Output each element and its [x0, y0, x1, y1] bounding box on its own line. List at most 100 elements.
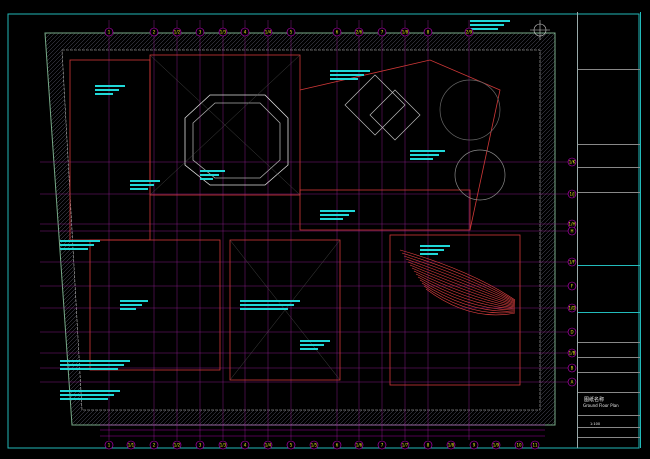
annotation-text-block — [60, 244, 94, 246]
axis-bottom-0: 1 — [104, 440, 114, 450]
axis-bubble — [464, 27, 474, 37]
axis-bottom-4: 3 — [195, 440, 205, 450]
axis-bubble — [567, 157, 577, 167]
axis-bottom-15: 1/8 — [446, 440, 456, 450]
annotation-text-block — [420, 245, 450, 247]
axis-right-8: 1/B — [567, 348, 577, 358]
axis-label-text: 1/H — [569, 222, 576, 227]
axis-right-0: 1/K — [567, 157, 577, 167]
feature-diamonds — [344, 74, 506, 201]
drawing-title-cn: 图纸名称 — [584, 397, 605, 403]
annotation-text-block — [60, 360, 130, 362]
axis-label-text: 1/2 — [174, 30, 181, 35]
title-block-divider — [578, 265, 640, 266]
axis-right-3: H — [567, 226, 577, 236]
annotation-text-block — [60, 394, 114, 396]
annotation-text-block — [200, 174, 219, 176]
axis-label-text: 1/7 — [402, 443, 409, 448]
axis-bubble — [195, 27, 205, 37]
column-grid — [40, 20, 568, 440]
axis-right-5: F — [567, 281, 577, 291]
axis-label-text: 1/J — [569, 192, 574, 197]
seat-row — [413, 270, 516, 308]
annotation-text-block — [320, 218, 343, 220]
axis-bubble — [530, 440, 540, 450]
title-block-divider — [578, 372, 640, 373]
annotation-text-block — [470, 28, 498, 30]
axis-label-text: 1/8 — [402, 30, 409, 35]
annotation-text-block — [130, 184, 154, 186]
annotation-text-block — [410, 150, 445, 152]
axis-label-text: 2/6 — [356, 30, 363, 35]
axis-bubble — [567, 281, 577, 291]
axis-bubble — [567, 363, 577, 373]
atrium-octagon — [184, 94, 289, 186]
axis-label-text: 1/4 — [265, 443, 272, 448]
axis-bottom-5: 1/3 — [218, 440, 228, 450]
annotation-text-block — [330, 78, 358, 80]
axis-bottom-13: 1/7 — [400, 440, 410, 450]
axis-bottom-9: 1/5 — [309, 440, 319, 450]
seat-row — [407, 261, 516, 305]
axis-top-3: 3 — [195, 27, 205, 37]
annotation-text-block — [300, 344, 324, 346]
title-block-divider — [578, 415, 640, 416]
axis-label-text: B — [571, 366, 574, 371]
axis-label-text: A — [571, 380, 574, 385]
annotation-text-block — [420, 253, 438, 255]
axis-bubble — [446, 440, 456, 450]
axis-label-text: 1/3 — [220, 30, 227, 35]
axis-bubble — [263, 27, 273, 37]
axis-label-text: 2 — [153, 30, 156, 35]
axis-bubble — [423, 440, 433, 450]
axis-label-text: 5 — [290, 443, 293, 448]
axis-label-text: 1/4 — [265, 30, 272, 35]
auditorium-seating — [399, 249, 516, 316]
axis-bubble — [377, 27, 387, 37]
axis-top-8: 6 — [332, 27, 342, 37]
seat-row — [415, 273, 516, 309]
axis-bubble — [126, 440, 136, 450]
axis-label-text: 9 — [473, 443, 476, 448]
title-block — [577, 12, 641, 448]
seat-row — [417, 276, 516, 310]
axis-bottom-16: 9 — [469, 440, 479, 450]
axis-label-text: H — [570, 229, 573, 234]
axis-right-9: B — [567, 363, 577, 373]
axis-bubble — [332, 440, 342, 450]
annotation-text-block — [60, 390, 120, 392]
axis-bubble — [423, 27, 433, 37]
axis-right-10: A — [567, 377, 577, 387]
annotation-text-block — [60, 398, 108, 400]
annotation-text-block — [330, 74, 364, 76]
seat-row — [403, 255, 516, 303]
axis-bubble — [469, 440, 479, 450]
axis-bubble — [567, 377, 577, 387]
title-block-divider — [578, 144, 640, 145]
axis-label-text: 4 — [244, 443, 247, 448]
axis-bubble — [514, 440, 524, 450]
axis-bubble — [377, 440, 387, 450]
annotation-text-block — [470, 20, 510, 22]
annotation-text-block — [120, 308, 136, 310]
annotation-text-block — [240, 308, 288, 310]
axis-bubble — [172, 440, 182, 450]
annotation-text-block — [60, 364, 124, 366]
axis-label-text: 1/2 — [174, 443, 181, 448]
annotation-text-block — [470, 24, 504, 26]
axis-right-1: 1/J — [567, 189, 577, 199]
annotation-text-block — [320, 210, 355, 212]
annotation-text-block — [200, 178, 213, 180]
axis-bubble — [400, 440, 410, 450]
axis-bottom-18: 10 — [514, 440, 524, 450]
axis-bubble — [218, 440, 228, 450]
axis-top-13: 2/9 — [464, 27, 474, 37]
axis-bubble — [172, 27, 182, 37]
seat-row — [423, 285, 516, 314]
axis-label-text: 11 — [532, 443, 538, 448]
axis-top-9: 2/6 — [354, 27, 364, 37]
walls — [69, 54, 521, 386]
axis-bubble — [104, 440, 114, 450]
axis-top-12: 8 — [423, 27, 433, 37]
axis-top-1: 2 — [149, 27, 159, 37]
